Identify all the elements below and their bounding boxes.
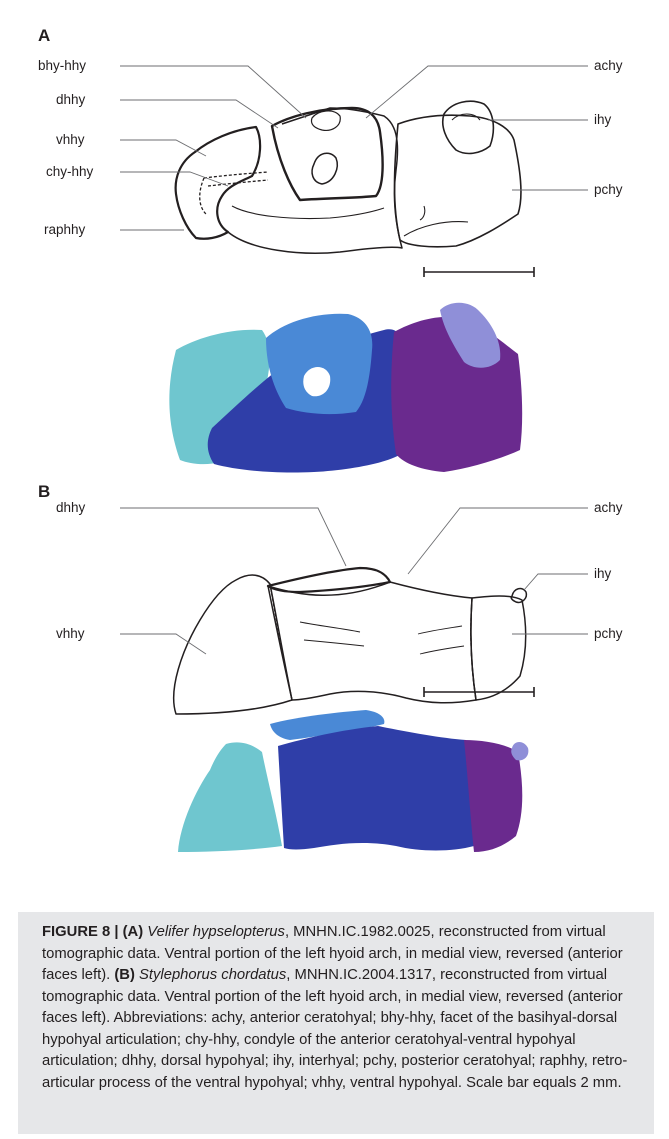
- panel-a-letter: A: [38, 26, 50, 46]
- label-a-ihy: ihy: [594, 112, 611, 127]
- a-achy-inner: [232, 206, 384, 219]
- label-a-achy: achy: [594, 58, 623, 73]
- label-b-ihy: ihy: [594, 566, 611, 581]
- label-a-raphhy: raphhy: [44, 222, 85, 237]
- b-scale-bar: [424, 687, 534, 697]
- label-a-pchy: pchy: [594, 182, 623, 197]
- label-a-dhhy: dhhy: [56, 92, 85, 107]
- a-render-dhhy: [266, 314, 372, 414]
- a-scale-bar: [424, 267, 534, 277]
- a-chy-hhy-condyle: [200, 172, 268, 214]
- a-ihy-outline: [443, 101, 494, 153]
- label-b-pchy: pchy: [594, 626, 623, 641]
- b-pchy-outline: [471, 596, 526, 700]
- b-achy-outline: [268, 582, 476, 703]
- label-a-vhhy: vhhy: [56, 132, 85, 147]
- panel-b-drawing: [174, 568, 534, 714]
- panel-a-render: [169, 303, 522, 473]
- panel-b-letter: B: [38, 482, 50, 502]
- a-dhhy-foramen: [312, 153, 337, 184]
- figure-caption: FIGURE 8 | (A) Velifer hypselopterus , MN…: [18, 912, 654, 1134]
- panel-a-leaders: [120, 66, 588, 230]
- label-b-achy: achy: [594, 500, 623, 515]
- b-achy-striations: [300, 622, 464, 654]
- label-b-vhhy: vhhy: [56, 626, 85, 641]
- a-pchy-outline: [395, 115, 521, 246]
- a-vhhy-outline: [176, 127, 260, 239]
- panel-b-render: [178, 710, 528, 852]
- b-render-vhhy: [178, 742, 282, 852]
- caption-figure-label: FIGURE 8 |: [42, 924, 119, 940]
- figure-artwork: [0, 0, 669, 910]
- caption-b-tag: (B): [114, 967, 135, 983]
- a-bhy-hhy-facet: [311, 111, 340, 130]
- caption-a-tag: (A): [123, 924, 144, 940]
- caption-b-text: , MNHN.IC.2004.1317, reconstructed from …: [42, 967, 627, 1091]
- panel-b-leaders: [120, 508, 588, 654]
- label-b-dhhy: dhhy: [56, 500, 85, 515]
- a-pchy-inner: [404, 206, 468, 236]
- caption-b-species: Stylephorus chordatus: [139, 967, 286, 983]
- label-a-chy-hhy: chy-hhy: [46, 164, 93, 179]
- label-a-bhy-hhy: bhy-hhy: [38, 58, 86, 73]
- b-render-achy: [278, 726, 474, 851]
- b-ihy-outline: [511, 589, 526, 603]
- panel-a-drawing: [176, 101, 534, 277]
- caption-a-species: Velifer hypselopterus: [147, 924, 285, 940]
